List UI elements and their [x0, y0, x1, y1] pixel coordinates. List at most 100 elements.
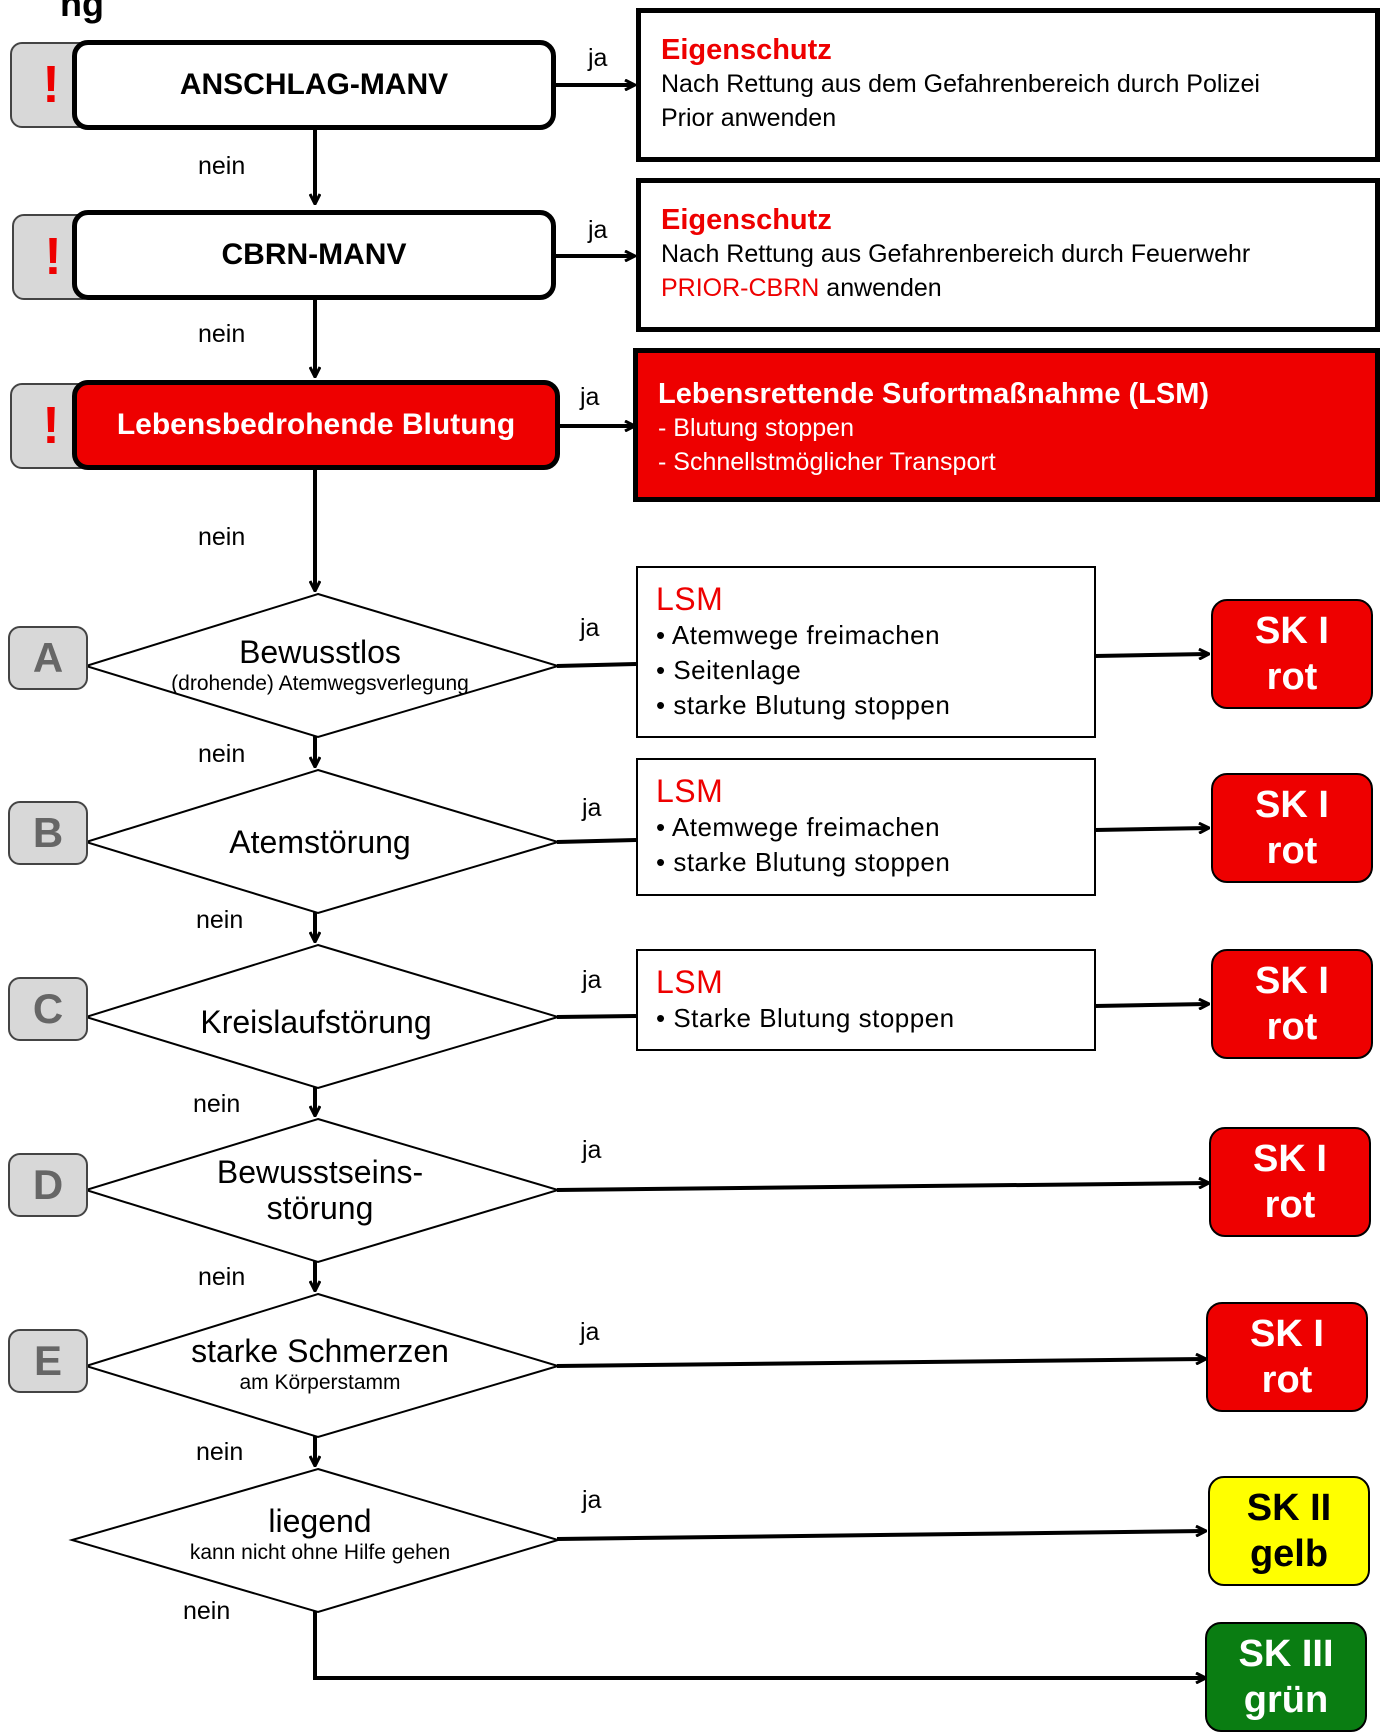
- result-sk1-c: SK I rot: [1211, 949, 1373, 1059]
- question-starke-schmerzen: starke Schmerzen am Körperstamm: [150, 1330, 490, 1400]
- result-color: rot: [1261, 1359, 1313, 1401]
- question-text: Atemstörung: [229, 824, 411, 860]
- info-title: Eigenschutz: [661, 204, 832, 236]
- info-title: Lebensrettende Sufortmaßnahme (LSM): [658, 378, 1210, 410]
- label-nein-b: nein: [196, 906, 244, 934]
- result-sk2-gelb: SK II gelb: [1208, 1476, 1370, 1586]
- result-category: SK I: [1255, 610, 1329, 652]
- question-kreislaufstoerung: Kreislaufstörung: [146, 992, 486, 1052]
- decision-anschlag-manv: ANSCHLAG-MANV: [72, 40, 556, 130]
- result-color: rot: [1266, 1006, 1318, 1048]
- result-category: SK III: [1238, 1633, 1334, 1675]
- line-c-ja: [556, 1014, 637, 1019]
- info-eigenschutz-polizei: Eigenschutz Nach Rettung aus dem Gefahre…: [636, 8, 1380, 162]
- result-category: SK II: [1246, 1487, 1332, 1529]
- info-line: Nach Rettung aus dem Gefahrenbereich dur…: [661, 70, 1260, 98]
- result-color: rot: [1266, 656, 1318, 698]
- arrow-e-ja: [556, 1359, 1205, 1368]
- arrow-a-result: [1094, 654, 1208, 656]
- letter-badge-d: D: [8, 1153, 88, 1217]
- info-line-rest: anwenden: [819, 274, 942, 302]
- letter-badge-a: A: [8, 626, 88, 690]
- measure-item: • starke Blutung stoppen: [656, 847, 951, 877]
- arrow-c-result: [1094, 1004, 1208, 1006]
- label-ja-liegend: ja: [582, 1486, 602, 1514]
- label-nein-cbrn: nein: [198, 320, 246, 348]
- arrow-liegend-to-sk3: [313, 1611, 1205, 1678]
- label-ja-cbrn: ja: [588, 216, 608, 244]
- measures-box-c: LSM • Starke Blutung stoppen: [636, 949, 1096, 1051]
- line-b-ja: [556, 838, 637, 844]
- line-a-ja: [556, 662, 637, 668]
- diamond-d: [82, 1117, 562, 1264]
- label-ja-blutung: ja: [580, 383, 600, 411]
- result-sk1-e: SK I rot: [1206, 1302, 1368, 1412]
- page-title: ng: [60, 0, 104, 24]
- diamond-b: [82, 768, 562, 915]
- measure-item: • Atemwege freimachen: [656, 812, 941, 842]
- result-color: grün: [1243, 1679, 1329, 1721]
- label-nein-e: nein: [196, 1438, 244, 1466]
- info-line: Nach Rettung aus Gefahrenbereich durch F…: [661, 240, 1251, 268]
- result-sk1-d: SK I rot: [1209, 1127, 1371, 1237]
- label-ja-a: ja: [580, 614, 600, 642]
- question-text: Bewusstseins-: [216, 1154, 424, 1190]
- measure-item: • Starke Blutung stoppen: [656, 1003, 955, 1033]
- arrow-d-ja: [556, 1183, 1208, 1192]
- diamond-e: [82, 1292, 562, 1439]
- diamond-c: [82, 943, 562, 1090]
- label-nein-blutung: nein: [198, 523, 246, 551]
- question-text: starke Schmerzen: [191, 1333, 449, 1369]
- label-nein-liegend: nein: [183, 1597, 231, 1625]
- question-text: liegend: [268, 1503, 372, 1539]
- label-ja-e: ja: [580, 1318, 600, 1346]
- question-atemstoerung: Atemstörung: [150, 812, 490, 872]
- decision-cbrn-manv: CBRN-MANV: [72, 210, 556, 300]
- result-color: gelb: [1249, 1533, 1329, 1575]
- question-text: störung: [266, 1190, 374, 1226]
- label-nein-d: nein: [198, 1263, 246, 1291]
- info-eigenschutz-feuerwehr: Eigenschutz Nach Rettung aus Gefahrenber…: [636, 178, 1380, 332]
- question-text: Kreislaufstörung: [200, 1004, 432, 1040]
- measures-title: LSM: [656, 773, 724, 809]
- question-text: Bewusstlos: [239, 634, 401, 670]
- info-line: - Blutung stoppen: [658, 414, 854, 442]
- question-subtext: kann nicht ohne Hilfe gehen: [189, 1541, 451, 1564]
- label-nein-anschlag: nein: [198, 152, 246, 180]
- info-title: Eigenschutz: [661, 34, 832, 66]
- question-subtext: am Körperstamm: [239, 1371, 401, 1394]
- decision-lebensbedrohende-blutung: Lebensbedrohende Blutung: [72, 380, 560, 470]
- measures-box-a: LSM • Atemwege freimachen • Seitenlage •…: [636, 566, 1096, 738]
- result-color: rot: [1266, 830, 1318, 872]
- measure-item: • Atemwege freimachen: [656, 620, 941, 650]
- label-ja-c: ja: [582, 966, 602, 994]
- arrow-liegend-ja: [556, 1531, 1205, 1541]
- result-sk1-b: SK I rot: [1211, 773, 1373, 883]
- label-nein-c: nein: [193, 1090, 241, 1118]
- question-bewusstlos: Bewusstlos (drohende) Atemwegsverlegung: [150, 618, 490, 714]
- letter-badge-c: C: [8, 977, 88, 1041]
- question-liegend: liegend kann nicht ohne Hilfe gehen: [150, 1500, 490, 1570]
- label-ja-b: ja: [582, 794, 602, 822]
- info-lsm-blutung: Lebensrettende Sufortmaßnahme (LSM) - Bl…: [633, 348, 1380, 502]
- measure-item: • starke Blutung stoppen: [656, 690, 951, 720]
- result-category: SK I: [1250, 1313, 1324, 1355]
- label-ja-d: ja: [582, 1136, 602, 1164]
- prior-cbrn-link-text: PRIOR-CBRN: [661, 274, 820, 302]
- result-category: SK I: [1255, 960, 1329, 1002]
- label-ja-anschlag: ja: [588, 44, 608, 72]
- label-nein-a: nein: [198, 740, 246, 768]
- result-category: SK I: [1253, 1138, 1327, 1180]
- result-color: rot: [1264, 1184, 1316, 1226]
- measures-title: LSM: [656, 964, 724, 1000]
- info-line: - Schnellstmöglicher Transport: [658, 448, 996, 476]
- diamond-a: [82, 592, 562, 739]
- measures-box-b: LSM • Atemwege freimachen • starke Blutu…: [636, 758, 1096, 896]
- result-sk3-gruen: SK III grün: [1205, 1622, 1367, 1732]
- measures-title: LSM: [656, 581, 724, 617]
- info-line: Prior anwenden: [661, 104, 837, 132]
- result-category: SK I: [1255, 784, 1329, 826]
- measure-item: • Seitenlage: [656, 655, 802, 685]
- arrow-b-result: [1094, 828, 1208, 830]
